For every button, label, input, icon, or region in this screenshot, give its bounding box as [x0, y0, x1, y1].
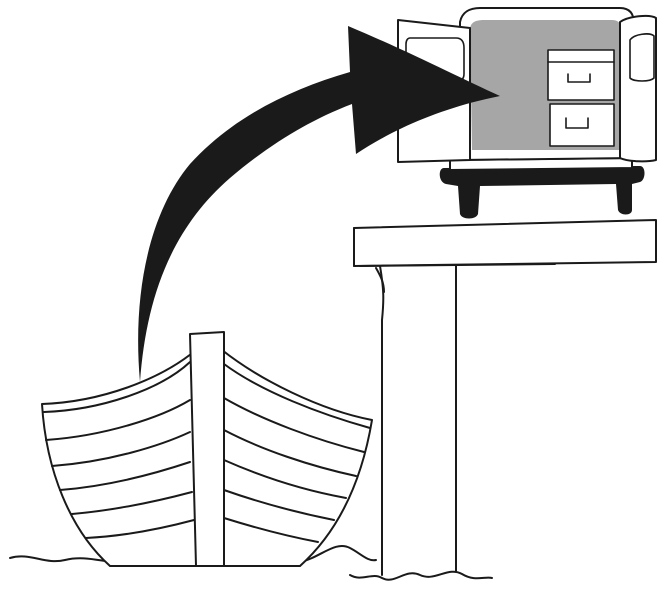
- boat-icon: [42, 332, 372, 566]
- arrow-icon: [138, 26, 500, 382]
- pier-icon: [354, 220, 656, 575]
